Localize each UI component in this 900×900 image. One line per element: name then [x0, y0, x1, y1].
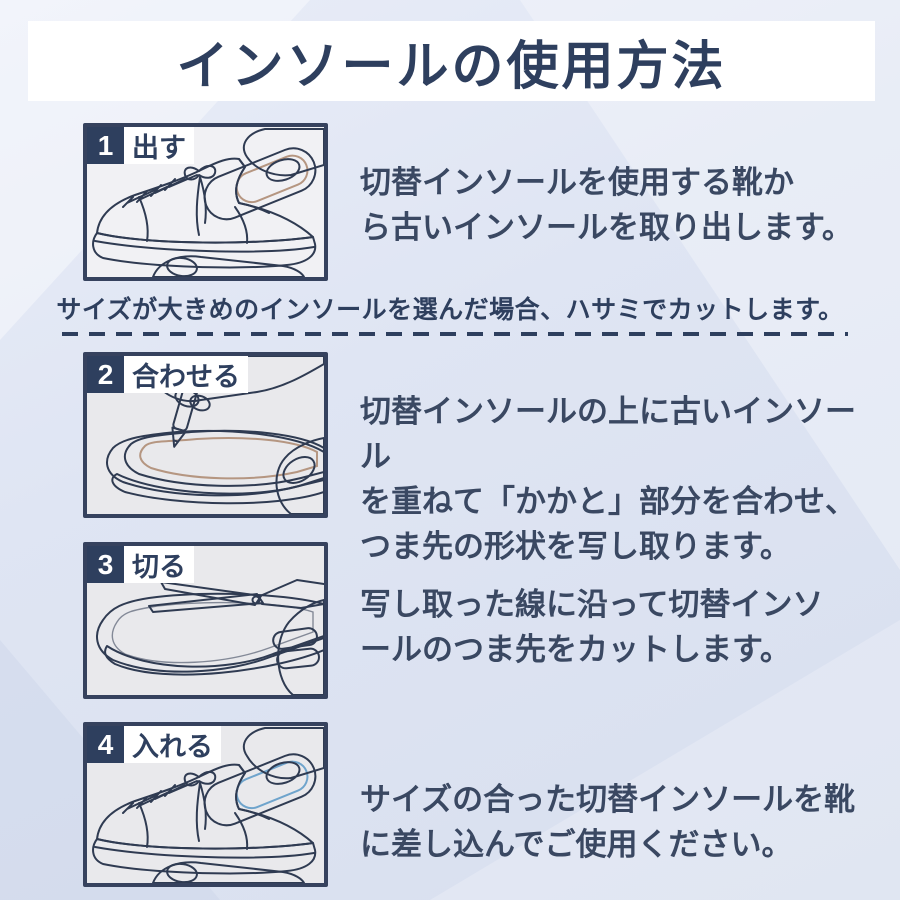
step-1-illustration — [92, 128, 324, 277]
step-4-illustration — [92, 727, 324, 883]
step-2-illustration — [106, 356, 324, 514]
step-2-description: 切替インソールの上に古いインソール を重ねて「かかと」部分を合わせ、 つま先の形… — [360, 394, 856, 564]
step-4-badge: 4 入れる — [87, 726, 221, 763]
step-1-panel: 1 出す — [83, 123, 328, 281]
step-1-number: 1 — [87, 127, 124, 164]
step-4-number: 4 — [87, 726, 124, 763]
step-3-description: 写し取った線に沿って切替インソ ールのつま先をカットします。 — [360, 587, 824, 667]
step-3-number: 3 — [87, 546, 124, 583]
step-3-panel: 3 切る — [83, 542, 328, 699]
size-note: サイズが大きめのインソールを選んだ場合、ハサミでカットします。 — [56, 296, 844, 324]
step-2-number: 2 — [87, 356, 124, 393]
step-4-description: サイズの合った切替インソールを靴 に差し込んでご使用ください。 — [360, 782, 856, 862]
step-1-label: 出す — [124, 127, 194, 164]
step-2-badge: 2 合わせる — [87, 356, 248, 393]
step-1-badge: 1 出す — [87, 127, 194, 164]
step-3-label: 切る — [124, 546, 194, 583]
step-3-illustration — [96, 579, 324, 695]
step-2-label: 合わせる — [124, 356, 248, 393]
header-banner: インソールの使用方法 — [28, 21, 875, 101]
step-4-panel: 4 入れる — [83, 722, 328, 887]
step-4-label: 入れる — [124, 726, 221, 763]
page-title: インソールの使用方法 — [176, 37, 727, 96]
step-2-panel: 2 合わせる — [83, 352, 328, 518]
step-3-badge: 3 切る — [87, 546, 194, 583]
dashed-divider — [62, 332, 848, 336]
step-1-description: 切替インソールを使用する靴か ら古いインソールを取り出します。 — [360, 165, 853, 245]
